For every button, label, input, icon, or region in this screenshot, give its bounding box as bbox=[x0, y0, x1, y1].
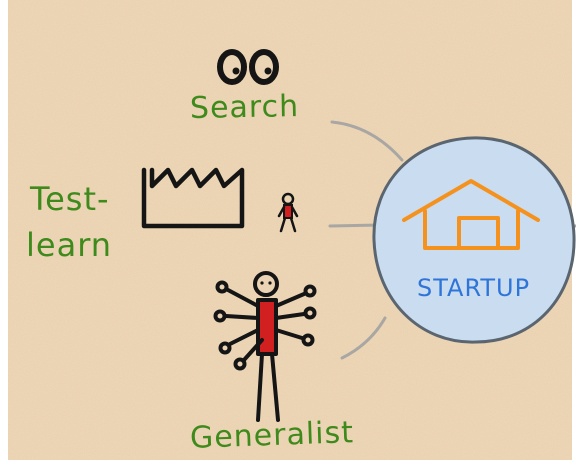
small-person-icon bbox=[277, 192, 299, 233]
generalist-figure-icon bbox=[213, 271, 317, 422]
learn-label: learn bbox=[26, 226, 113, 264]
connector-test-learn bbox=[328, 223, 382, 228]
generalist-label: Generalist bbox=[189, 415, 355, 456]
factory-icon bbox=[141, 167, 245, 229]
startup-circle bbox=[372, 136, 576, 344]
test-label: Test- bbox=[30, 180, 110, 218]
house-icon bbox=[402, 179, 540, 250]
eyes-icon bbox=[217, 49, 279, 85]
connector-search bbox=[330, 120, 404, 162]
startup-label: STARTUP bbox=[417, 274, 531, 302]
connector-generalist bbox=[340, 316, 387, 360]
search-label: Search bbox=[189, 89, 300, 126]
